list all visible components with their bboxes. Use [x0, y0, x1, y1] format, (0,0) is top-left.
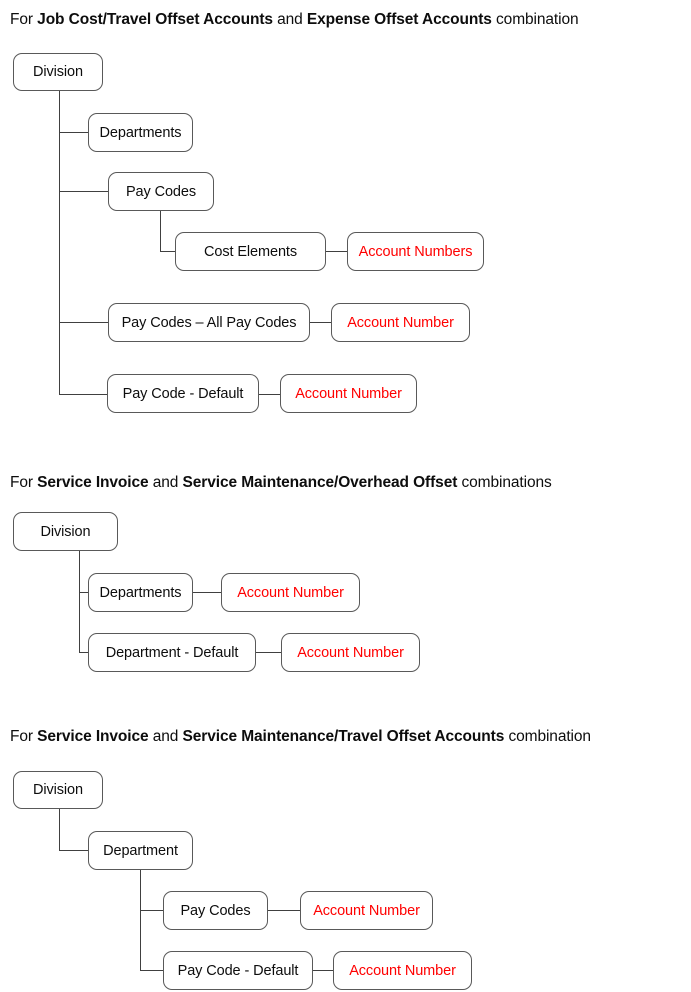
connector-to-department-default-2 — [79, 652, 89, 654]
connector-pay-codes-all-to-account — [310, 322, 332, 324]
connector-pay-codes-stem — [160, 211, 162, 252]
heading-suffix: combinations — [457, 474, 552, 491]
node-pay-codes-all-account-number[interactable]: Account Number — [331, 303, 470, 342]
node-departments-account-number-2[interactable]: Account Number — [221, 573, 360, 612]
connector-to-cost-elements — [160, 251, 176, 253]
node-department-default-account-number-2[interactable]: Account Number — [281, 633, 420, 672]
heading-bold-2: Service Maintenance/Overhead Offset — [182, 474, 458, 491]
connector-departments-to-account-2 — [193, 592, 222, 594]
node-pay-code-default-account-number[interactable]: Account Number — [280, 374, 417, 413]
heading-middle: and — [148, 474, 183, 491]
connector-division-trunk — [59, 91, 61, 395]
connector-division-trunk-2 — [79, 551, 81, 653]
heading-middle: and — [272, 11, 307, 28]
node-pay-codes-3[interactable]: Pay Codes — [163, 891, 268, 930]
connector-to-pay-codes-3 — [140, 910, 164, 912]
connector-pay-code-default-to-account — [259, 394, 280, 396]
heading-bold-1: Service Invoice — [37, 474, 149, 491]
connector-to-pay-codes-all — [59, 322, 109, 324]
node-pay-codes-account-number-3[interactable]: Account Number — [300, 891, 433, 930]
section-1-heading: For Job Cost/Travel Offset Accounts and … — [10, 10, 579, 30]
heading-bold-1: Job Cost/Travel Offset Accounts — [37, 11, 273, 28]
section-3-heading: For Service Invoice and Service Maintena… — [10, 727, 591, 747]
heading-bold-1: Service Invoice — [37, 728, 149, 745]
heading-prefix: For — [10, 728, 38, 745]
heading-prefix: For — [10, 474, 38, 491]
connector-division-stem-3 — [59, 809, 61, 851]
connector-division-to-department-3 — [59, 850, 89, 852]
node-cost-elements-account-numbers[interactable]: Account Numbers — [347, 232, 484, 271]
node-departments-2[interactable]: Departments — [88, 573, 193, 612]
heading-suffix: combination — [504, 728, 591, 745]
connector-cost-elements-to-account — [326, 251, 348, 253]
node-cost-elements[interactable]: Cost Elements — [175, 232, 326, 271]
connector-to-pay-code-default-3 — [140, 970, 164, 972]
node-department-3[interactable]: Department — [88, 831, 193, 870]
node-pay-codes-all-pay-codes[interactable]: Pay Codes – All Pay Codes — [108, 303, 310, 342]
heading-middle: and — [148, 728, 183, 745]
node-pay-code-default-account-number-3[interactable]: Account Number — [333, 951, 472, 990]
node-division-2[interactable]: Division — [13, 512, 118, 551]
node-pay-codes[interactable]: Pay Codes — [108, 172, 214, 211]
node-pay-code-default[interactable]: Pay Code - Default — [107, 374, 259, 413]
connector-pay-codes-to-account-3 — [268, 910, 301, 912]
node-departments[interactable]: Departments — [88, 113, 193, 152]
connector-pay-code-default-to-account-3 — [313, 970, 334, 972]
connector-to-departments — [59, 132, 89, 134]
connector-to-pay-codes — [59, 191, 109, 193]
node-pay-code-default-3[interactable]: Pay Code - Default — [163, 951, 313, 990]
connector-department-trunk-3 — [140, 870, 142, 971]
node-division-3[interactable]: Division — [13, 771, 103, 809]
heading-bold-2: Service Maintenance/Travel Offset Accoun… — [182, 728, 505, 745]
heading-bold-2: Expense Offset Accounts — [306, 11, 492, 28]
connector-department-default-to-account-2 — [256, 652, 282, 654]
heading-prefix: For — [10, 11, 38, 28]
node-division[interactable]: Division — [13, 53, 103, 91]
connector-to-pay-code-default — [59, 394, 108, 396]
heading-suffix: combination — [491, 11, 579, 28]
section-2-heading: For Service Invoice and Service Maintena… — [10, 473, 552, 493]
node-department-default-2[interactable]: Department - Default — [88, 633, 256, 672]
connector-to-departments-2 — [79, 592, 89, 594]
